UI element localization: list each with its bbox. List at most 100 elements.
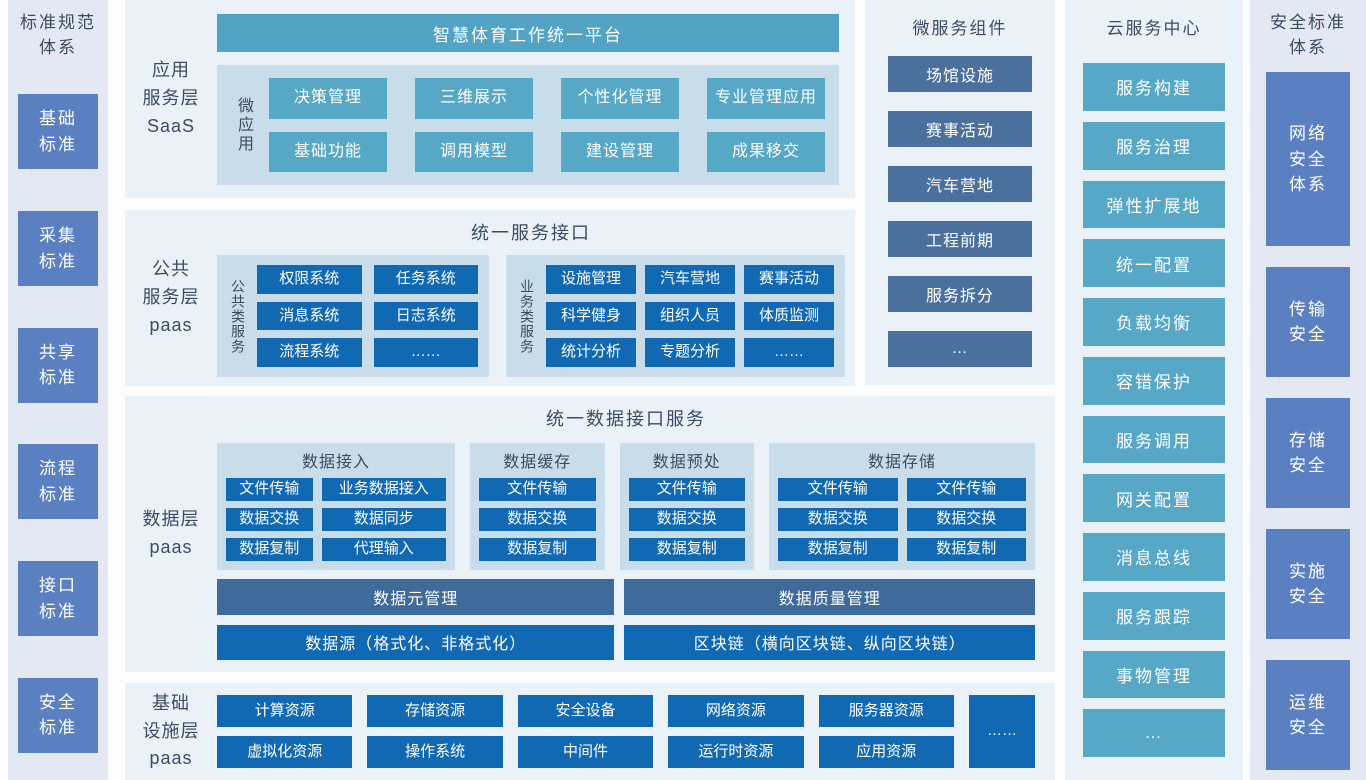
data-group-storage-grid: 文件传输 文件传输 数据交换 数据交换 数据复制 数据复制 (778, 478, 1026, 561)
business-service-item-more: …… (744, 338, 834, 367)
data-storage-item: 数据交换 (778, 508, 898, 531)
infra-item-os: 操作系统 (367, 736, 503, 768)
public-service-item: 流程系统 (257, 338, 362, 367)
infra-item-middleware: 中间件 (517, 736, 654, 768)
microservice-item-preproject: 工程前期 (888, 221, 1032, 257)
infra-item-more: …… (968, 695, 1035, 768)
data-access-item: 文件传输 (226, 478, 313, 501)
data-storage-item: 数据交换 (906, 508, 1026, 531)
business-service-item: 设施管理 (546, 265, 636, 294)
blockchain-bar: 区块链（横向区块链、纵向区块链） (624, 624, 1035, 660)
infra-item-compute: 计算资源 (217, 695, 353, 727)
infra-item-runtime: 运行时资源 (668, 736, 804, 768)
data-preprocess-item: 数据交换 (628, 508, 745, 531)
data-storage-item: 数据复制 (778, 538, 898, 561)
data-storage-item: 数据复制 (906, 538, 1026, 561)
data-storage-item: 文件传输 (906, 478, 1026, 501)
data-group-cache-title: 数据缓存 (503, 454, 572, 471)
app-module-professional: 专业管理应用 (707, 78, 825, 119)
public-service-item-more: …… (373, 338, 478, 367)
app-module-handover: 成果移交 (707, 131, 825, 172)
public-service-layer-panel: 公共 服务层 paas 统一服务接口 公共类服务 权限系统 任务系统 消息系统 … (125, 210, 855, 386)
standards-spec-title: 标准规范 体系 (20, 13, 96, 57)
infra-item-virtual: 虚拟化资源 (217, 736, 353, 768)
security-standards-boxes: 网络 安全 体系 传输 安全 存储 安全 实施 安全 运维 安全 (1250, 60, 1366, 780)
public-service-grid: 权限系统 任务系统 消息系统 日志系统 流程系统 …… (257, 265, 478, 367)
cloud-item-transaction: 事物管理 (1083, 650, 1225, 699)
cloud-item-invoke: 服务调用 (1083, 415, 1225, 464)
cloud-service-boxes: 服务构建 服务治理 弹性扩展地 统一配置 负载均衡 容错保护 服务调用 网关配置… (1065, 39, 1243, 780)
data-group-storage: 数据存储 文件传输 文件传输 数据交换 数据交换 数据复制 数据复制 (769, 443, 1035, 570)
security-standards-column: 安全标准 体系 网络 安全 体系 传输 安全 存储 安全 实施 安全 运维 安全 (1250, 0, 1366, 780)
data-group-preprocess: 数据预处 文件传输 数据交换 数据复制 (619, 443, 754, 570)
public-service-item: 消息系统 (257, 301, 362, 331)
standard-box-interface: 接口 标准 (18, 561, 98, 637)
cloud-item-build: 服务构建 (1083, 63, 1225, 111)
infra-item-server: 服务器资源 (818, 695, 954, 727)
public-service-vertical-label: 公共类服务 (230, 278, 246, 354)
infra-item-network: 网络资源 (668, 695, 804, 727)
app-module-construction: 建设管理 (561, 131, 679, 172)
microservice-item-events: 赛事活动 (888, 111, 1032, 147)
data-preprocess-item: 数据复制 (628, 538, 745, 561)
cloud-item-messagebus: 消息总线 (1083, 533, 1225, 581)
microservice-item-venues: 场馆设施 (888, 56, 1032, 92)
business-service-group: 业务类服务 设施管理 汽车营地 赛事活动 科学健身 组织人员 体质监测 统计分析… (506, 255, 845, 377)
security-box-transport: 传输 安全 (1266, 267, 1350, 378)
cloud-item-loadbalance: 负载均衡 (1083, 298, 1225, 346)
cloud-item-faulttolerance: 容错保护 (1083, 356, 1225, 405)
infrastructure-layer-label: 基础 设施层 paas (142, 692, 200, 769)
cloud-item-governance: 服务治理 (1083, 121, 1225, 170)
micro-app-panel: 微应用 决策管理 三维展示 个性化管理 专业管理应用 基础功能 调用模型 建设管… (217, 65, 839, 185)
unified-data-interface-title: 统一数据接口服务 (546, 409, 706, 429)
standards-spec-boxes: 基础 标准 采集 标准 共享 标准 流程 标准 接口 标准 安全 标准 (8, 60, 108, 780)
data-access-item: 数据同步 (321, 508, 446, 531)
microservice-boxes: 场馆设施 赛事活动 汽车营地 工程前期 服务拆分 … (865, 39, 1055, 387)
cloud-item-elastic: 弹性扩展地 (1083, 180, 1225, 229)
app-module-3d-display: 三维展示 (415, 78, 533, 119)
data-cache-item: 文件传输 (479, 478, 596, 501)
standard-box-basic: 基础 标准 (18, 94, 98, 170)
standard-box-collect: 采集 标准 (18, 211, 98, 287)
security-box-implementation: 实施 安全 (1266, 529, 1350, 640)
data-group-access: 数据接入 文件传输 业务数据接入 数据交换 数据同步 数据复制 代理输入 (217, 443, 455, 570)
micro-app-vertical-label: 微应用 (235, 96, 252, 154)
microservice-item-camping: 汽车营地 (888, 166, 1032, 202)
business-service-item: 统计分析 (546, 338, 636, 367)
microservice-item-split: 服务拆分 (888, 276, 1032, 312)
data-storage-item: 文件传输 (778, 478, 898, 501)
cloud-item-config: 统一配置 (1083, 239, 1225, 287)
security-standards-title: 安全标准 体系 (1270, 13, 1346, 57)
business-service-item: 科学健身 (546, 301, 636, 331)
standard-box-process: 流程 标准 (18, 444, 98, 520)
business-service-item: 体质监测 (744, 301, 834, 331)
cloud-item-tracking: 服务跟踪 (1083, 591, 1225, 640)
business-service-grid: 设施管理 汽车营地 赛事活动 科学健身 组织人员 体质监测 统计分析 专题分析 … (546, 265, 834, 367)
public-service-item: 日志系统 (373, 301, 478, 331)
data-access-item: 数据复制 (226, 538, 313, 561)
business-service-item: 汽车营地 (645, 265, 735, 294)
cloud-service-center-title: 云服务中心 (1106, 19, 1202, 38)
business-service-item: 专题分析 (645, 338, 735, 367)
platform-title-bar: 智慧体育工作统一平台 (217, 14, 839, 52)
microservice-components-panel: 微服务组件 场馆设施 赛事活动 汽车营地 工程前期 服务拆分 … (865, 0, 1055, 385)
infrastructure-layer-panel: 基础 设施层 paas 计算资源 存储资源 安全设备 网络资源 服务器资源 虚拟… (125, 683, 1055, 780)
data-cache-item: 数据复制 (479, 538, 596, 561)
saas-application-layer-panel: 应用 服务层 SaaS 智慧体育工作统一平台 微应用 决策管理 三维展示 个性化… (125, 0, 855, 198)
saas-layer-label: 应用 服务层 SaaS (142, 60, 200, 136)
data-group-cache: 数据缓存 文件传输 数据交换 数据复制 (470, 443, 605, 570)
infra-item-security: 安全设备 (517, 695, 654, 727)
public-service-group: 公共类服务 权限系统 任务系统 消息系统 日志系统 流程系统 …… (217, 255, 489, 377)
cloud-item-gateway: 网关配置 (1083, 474, 1225, 522)
app-module-decision: 决策管理 (269, 78, 387, 119)
business-service-vertical-label: 业务类服务 (519, 278, 535, 354)
microservice-components-title: 微服务组件 (912, 19, 1008, 38)
public-layer-label: 公共 服务层 paas (142, 259, 200, 335)
app-module-personalize: 个性化管理 (561, 78, 679, 119)
data-layer-label: 数据层 paas (142, 509, 200, 557)
data-access-item: 数据交换 (226, 508, 313, 531)
cloud-item-more: … (1083, 709, 1225, 757)
data-group-cache-grid: 文件传输 数据交换 数据复制 (479, 478, 596, 561)
data-group-access-grid: 文件传输 业务数据接入 数据交换 数据同步 数据复制 代理输入 (226, 478, 446, 561)
data-access-item: 业务数据接入 (321, 478, 446, 501)
